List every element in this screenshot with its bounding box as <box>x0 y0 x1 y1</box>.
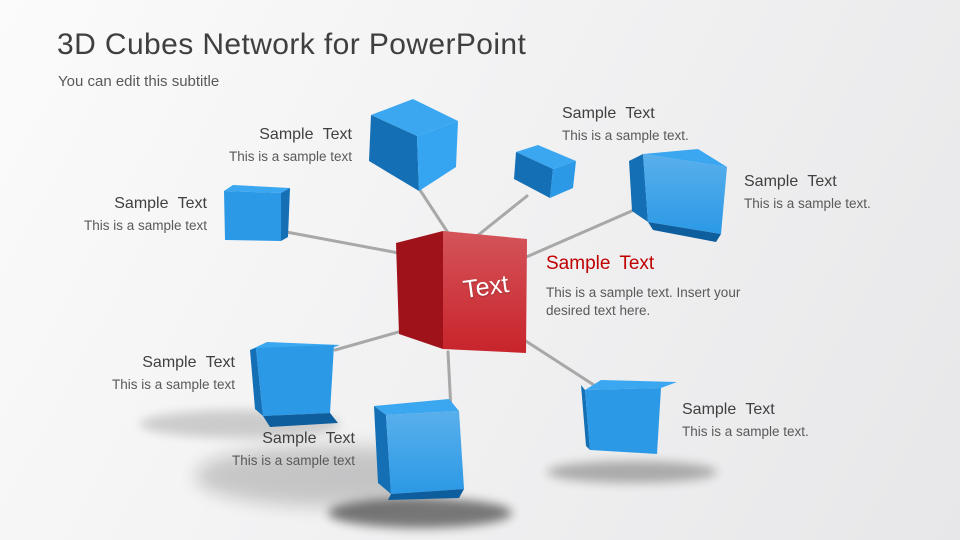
cube-center-red[interactable] <box>396 231 527 353</box>
node-heading[interactable]: Sample Text <box>744 173 837 190</box>
cube-bottom-right-front-face <box>585 388 661 454</box>
cube-right-side-face <box>629 154 648 222</box>
cube-top-left-top-face <box>371 99 458 136</box>
node-body[interactable]: This is a sample text <box>111 377 235 392</box>
connector-line <box>475 194 529 238</box>
node-body[interactable]: This is a sample text. <box>744 196 871 211</box>
cube-top-middle-side-face <box>514 152 553 198</box>
node-body[interactable]: This is a sample text <box>231 453 355 468</box>
cube-bottom-left-front-face <box>256 345 334 416</box>
cube-top-left-side-face <box>369 115 419 191</box>
cube-bottom-right-top-face <box>585 380 677 390</box>
cube-top-middle-front-face <box>550 161 576 198</box>
node-heading[interactable]: Sample Text <box>682 401 775 418</box>
cube-top-middle-top-face <box>516 145 576 169</box>
node-body[interactable]: This is a sample text <box>228 149 352 164</box>
node-body[interactable]: This is a sample text <box>83 218 207 233</box>
cube-left-top-face <box>224 185 290 193</box>
cube-bottom-center-side-face <box>374 406 391 494</box>
node-heading[interactable]: Sample Text <box>259 126 352 143</box>
node-label-bottom-left: Sample Text This is a sample text <box>35 354 235 393</box>
node-heading[interactable]: Sample Text <box>262 430 355 447</box>
node-label-bottom-center: Sample Text This is a sample text <box>155 430 355 469</box>
cube-left-front-face <box>224 191 281 241</box>
cube-top-middle[interactable] <box>514 145 576 198</box>
connector-line <box>279 229 406 256</box>
slide-subtitle[interactable]: You can edit this subtitle <box>58 73 220 90</box>
node-heading[interactable]: Sample Text <box>114 195 207 212</box>
cube-bottom-right[interactable] <box>581 380 677 454</box>
cube-right[interactable] <box>629 149 727 242</box>
cube-shadow <box>328 498 512 528</box>
node-heading[interactable]: Sample Text <box>562 105 655 122</box>
cube-center-highlight <box>443 231 527 353</box>
cube-left[interactable] <box>224 185 290 241</box>
cube-shadow <box>547 461 717 483</box>
cube-top-left[interactable] <box>369 99 458 191</box>
cube-bottom-left-side-face <box>250 348 263 416</box>
connector-line <box>516 334 599 389</box>
cube-bottom-right-side-face <box>581 385 590 450</box>
cube-bottom-left[interactable] <box>250 342 340 427</box>
node-label-bottom-right: Sample Text This is a sample text. <box>682 401 882 440</box>
node-body[interactable]: This is a sample text. <box>682 424 809 439</box>
cube-bottom-center-top-face <box>374 399 459 415</box>
node-body[interactable]: This is a sample text. <box>562 128 689 143</box>
cube-bottom-center-highlight <box>386 411 464 494</box>
cube-right-bottom-face <box>648 222 721 242</box>
cube-bottom-left-bottom-face <box>263 413 338 427</box>
node-label-left: Sample Text This is a sample text <box>7 195 207 234</box>
center-body[interactable]: This is a sample text. Insert your desir… <box>546 285 741 318</box>
cube-bottom-center-bottom-face <box>388 489 464 500</box>
cube-right-top-face <box>643 149 727 167</box>
node-label-top-left: Sample Text This is a sample text <box>152 126 352 165</box>
node-label-center: Sample Text This is a sample text. Inser… <box>546 252 764 320</box>
node-label-top-middle: Sample Text This is a sample text. <box>562 105 762 144</box>
cube-right-highlight <box>643 154 727 234</box>
slide-title[interactable]: 3D Cubes Network for PowerPoint <box>57 28 527 61</box>
connector-line <box>522 208 636 260</box>
node-label-right: Sample Text This is a sample text. <box>744 173 944 212</box>
center-heading[interactable]: Sample Text <box>546 253 655 274</box>
cube-bottom-center[interactable] <box>374 399 464 500</box>
cube-top-left-front-face <box>417 121 458 191</box>
cube-left-side-face <box>281 188 290 241</box>
cube-center-side-face <box>396 231 443 349</box>
node-heading[interactable]: Sample Text <box>142 354 235 371</box>
connector-line <box>416 185 454 241</box>
